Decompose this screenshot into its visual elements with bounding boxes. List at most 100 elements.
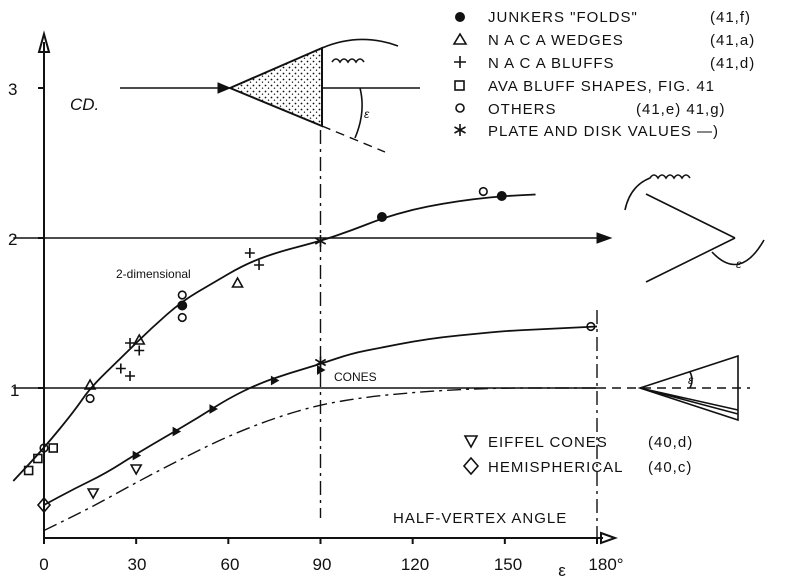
- marker-naca-bluffs: [115, 363, 126, 374]
- legend-symbol-square: [454, 80, 465, 91]
- x-tick-label: 30: [128, 555, 147, 574]
- x-tick-labels: 0 30 60 90 120 150 180° ε: [39, 555, 623, 580]
- marker-junkers-folds: [177, 300, 188, 311]
- x-axis-label: HALF-VERTEX ANGLE: [393, 510, 567, 527]
- marker-eiffel-cones: [86, 488, 100, 500]
- marker-cone-point: [209, 404, 218, 414]
- legend-symbol-circle: [455, 103, 465, 113]
- marker-naca-bluffs: [244, 248, 255, 258]
- marker-cone-point: [132, 450, 142, 461]
- epsilon-label: ε: [364, 107, 370, 121]
- legend-2: EIFFEL CONES (40,d) HEMISPHERICAL (40,c): [462, 434, 693, 476]
- legend-label: JUNKERS "FOLDS": [488, 9, 638, 26]
- wedge-sketch: ε: [120, 38, 420, 153]
- legend-label: N A C A BLUFFS: [488, 55, 615, 72]
- legend-ref: (41,e) 41,g): [636, 101, 726, 118]
- x-tick-label: 0: [39, 555, 48, 574]
- legend-label: AVA BLUFF SHAPES, FIG. 41: [488, 78, 715, 95]
- curve-dash-dot: [43, 387, 597, 532]
- angle-arc: [354, 87, 363, 139]
- marker-naca-bluffs: [254, 260, 265, 270]
- bluff-wake: [624, 174, 691, 211]
- legend-ref: (41,d): [710, 55, 755, 72]
- legend-label: OTHERS: [488, 101, 557, 118]
- cone-outline: [637, 354, 739, 422]
- bluff-upper-plate: [645, 193, 736, 239]
- legend-label: HEMISPHERICAL: [488, 459, 624, 476]
- marker-naca-bluffs: [125, 371, 136, 381]
- curve-cones: [43, 325, 598, 506]
- cone-sketch: ε: [637, 354, 739, 422]
- marker-naca-wedges: [83, 378, 97, 390]
- legend-symbol-triangle: [452, 32, 468, 45]
- y-axis-arrow: [37, 30, 51, 53]
- marker-plate-disk: [314, 235, 327, 247]
- y-tick-labels: 1 2 3: [8, 80, 19, 400]
- marker-naca-bluffs: [125, 338, 136, 348]
- marker-others: [177, 290, 187, 300]
- marker-others: [39, 443, 49, 453]
- x-axis-arrow: [600, 531, 618, 545]
- marker-cone-point: [270, 375, 280, 386]
- marker-plate-disk: [314, 356, 327, 369]
- y-tick-label: 3: [8, 80, 17, 99]
- bluff-sketch: ε: [624, 174, 765, 283]
- two-dimensional-label: 2-dimensional: [116, 267, 191, 281]
- legend-label: N A C A WEDGES: [488, 32, 624, 49]
- legend-label: EIFFEL CONES: [488, 434, 608, 451]
- legend-symbol-asterisk: [454, 124, 466, 136]
- marker-others: [177, 312, 187, 323]
- bluff-epsilon-label: ε: [736, 257, 742, 271]
- marker-cone-point: [317, 365, 326, 375]
- wake-curve: [321, 38, 399, 49]
- marker-ava-bluff: [33, 453, 43, 464]
- legend-symbol-diamond: [462, 456, 480, 476]
- marker-junkers-folds: [376, 212, 387, 222]
- wake-swirl: [331, 58, 365, 64]
- ref-line-cd-2-arrow: [596, 232, 613, 244]
- legend-ref: (40,d): [648, 434, 693, 451]
- cones-label: CONES: [334, 370, 377, 384]
- cone-epsilon-label: ε: [688, 373, 694, 387]
- y-tick-label: 2: [8, 230, 17, 249]
- legend-ref: (40,c): [648, 459, 692, 476]
- x-tick-label: 180°: [588, 555, 623, 574]
- marker-others: [85, 393, 95, 404]
- legend-ref: (41,a): [710, 32, 755, 49]
- axes: [13, 30, 750, 545]
- x-tick-label: 150: [494, 555, 522, 574]
- marker-hemispherical: [36, 496, 52, 514]
- data-markers: [23, 186, 596, 514]
- legend: JUNKERS "FOLDS" (41,f) N A C A WEDGES (4…: [452, 9, 755, 140]
- marker-others: [478, 186, 488, 197]
- marker-eiffel-cones: [129, 464, 143, 476]
- legend-ref: (41,f): [710, 9, 751, 26]
- legend-symbol-triangle-down: [463, 435, 479, 449]
- marker-ava-bluff: [48, 443, 59, 453]
- x-tick-label: 90: [313, 555, 332, 574]
- marker-cone-point: [172, 426, 182, 437]
- bluff-angle-arc: [711, 239, 765, 266]
- marker-naca-wedges: [231, 276, 244, 288]
- legend-symbol-plus: [454, 56, 466, 68]
- wedge-extension-line: [321, 125, 386, 153]
- x-tick-label: 60: [221, 555, 240, 574]
- curve-2-dimensional: [12, 193, 536, 482]
- x-unit-label: ε: [558, 561, 566, 580]
- marker-ava-bluff: [23, 465, 34, 476]
- x-tick-label: 120: [401, 555, 429, 574]
- cone-shade: [639, 387, 739, 415]
- marker-others: [586, 321, 596, 332]
- bluff-lower-plate: [645, 237, 736, 283]
- marker-naca-wedges: [132, 333, 146, 345]
- flow-arrow-head: [217, 82, 232, 94]
- curves: [12, 193, 598, 532]
- y-tick-label: 1: [10, 381, 19, 400]
- y-axis-label: CD.: [70, 95, 99, 114]
- legend-label: PLATE AND DISK VALUES —): [488, 123, 719, 140]
- legend-symbol-filled-circle: [455, 12, 465, 22]
- cone-angle-arc: [689, 371, 693, 389]
- stippled-wedge: [227, 46, 323, 128]
- marker-naca-bluffs: [134, 345, 145, 356]
